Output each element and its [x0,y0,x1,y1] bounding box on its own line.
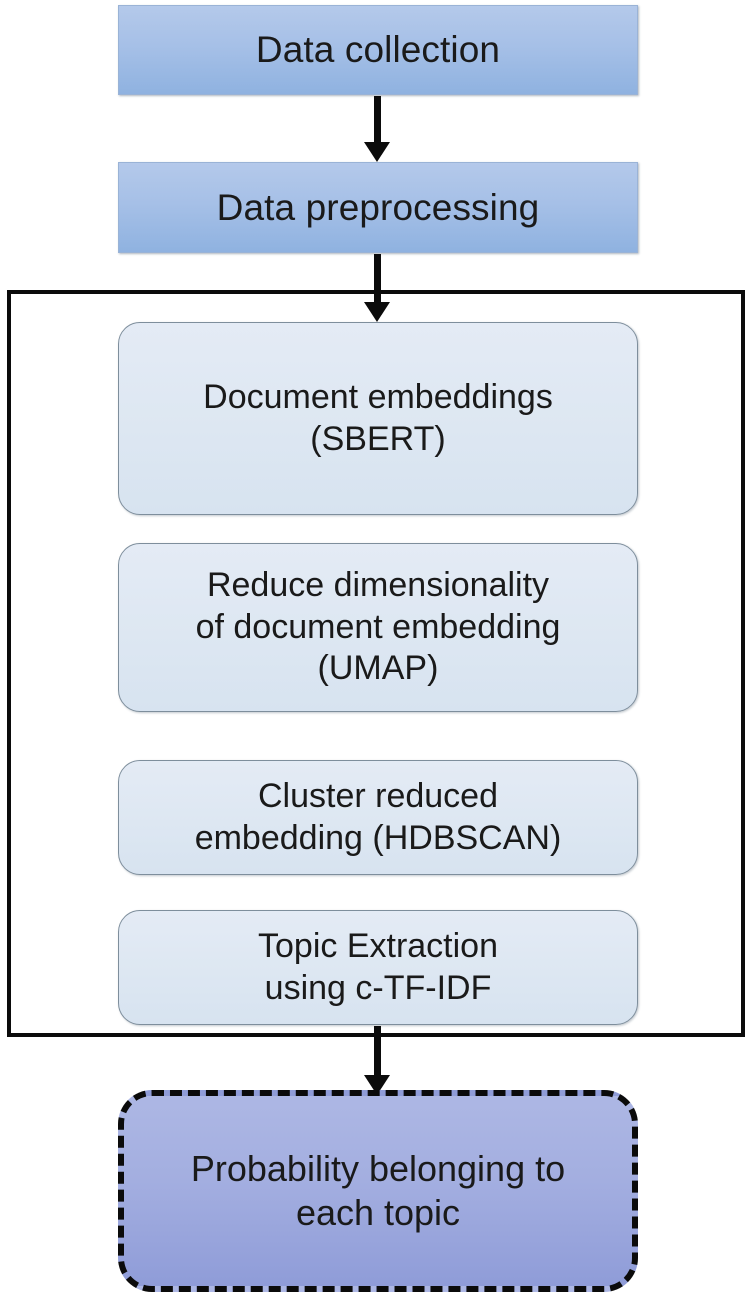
node-topic-extraction[interactable]: Topic Extraction using c-TF-IDF [118,910,638,1025]
node-probability-output-label: Probability belonging to each topic [190,1148,566,1233]
node-topic-extraction-label: Topic Extraction using c-TF-IDF [258,927,498,1007]
node-cluster-reduced-embedding[interactable]: Cluster reduced embedding (HDBSCAN) [118,760,638,875]
node-reduce-dimensionality[interactable]: Reduce dimensionality of document embedd… [118,543,638,712]
node-reduce-dimensionality-label: Reduce dimensionality of document embedd… [195,566,561,688]
node-data-preprocessing-label: Data preprocessing [216,186,540,228]
node-data-collection[interactable]: Data collection [118,5,638,95]
node-cluster-reduced-embedding-label: Cluster reduced embedding (HDBSCAN) [194,777,562,857]
edge-collection-to-preprocessing-arrowhead [364,142,390,162]
edge-preprocessing-to-embeddings-arrowhead [364,302,390,322]
node-data-preprocessing[interactable]: Data preprocessing [118,162,638,253]
edge-preprocessing-to-embeddings-line [374,254,381,304]
edge-collection-to-preprocessing-line [374,96,381,144]
node-document-embeddings-label: Document embeddings (SBERT) [203,378,553,458]
edge-extraction-to-probability-line [374,1026,381,1081]
node-document-embeddings[interactable]: Document embeddings (SBERT) [118,322,638,515]
node-probability-output[interactable]: Probability belonging to each topic [118,1090,638,1292]
node-data-collection-label: Data collection [255,29,501,71]
